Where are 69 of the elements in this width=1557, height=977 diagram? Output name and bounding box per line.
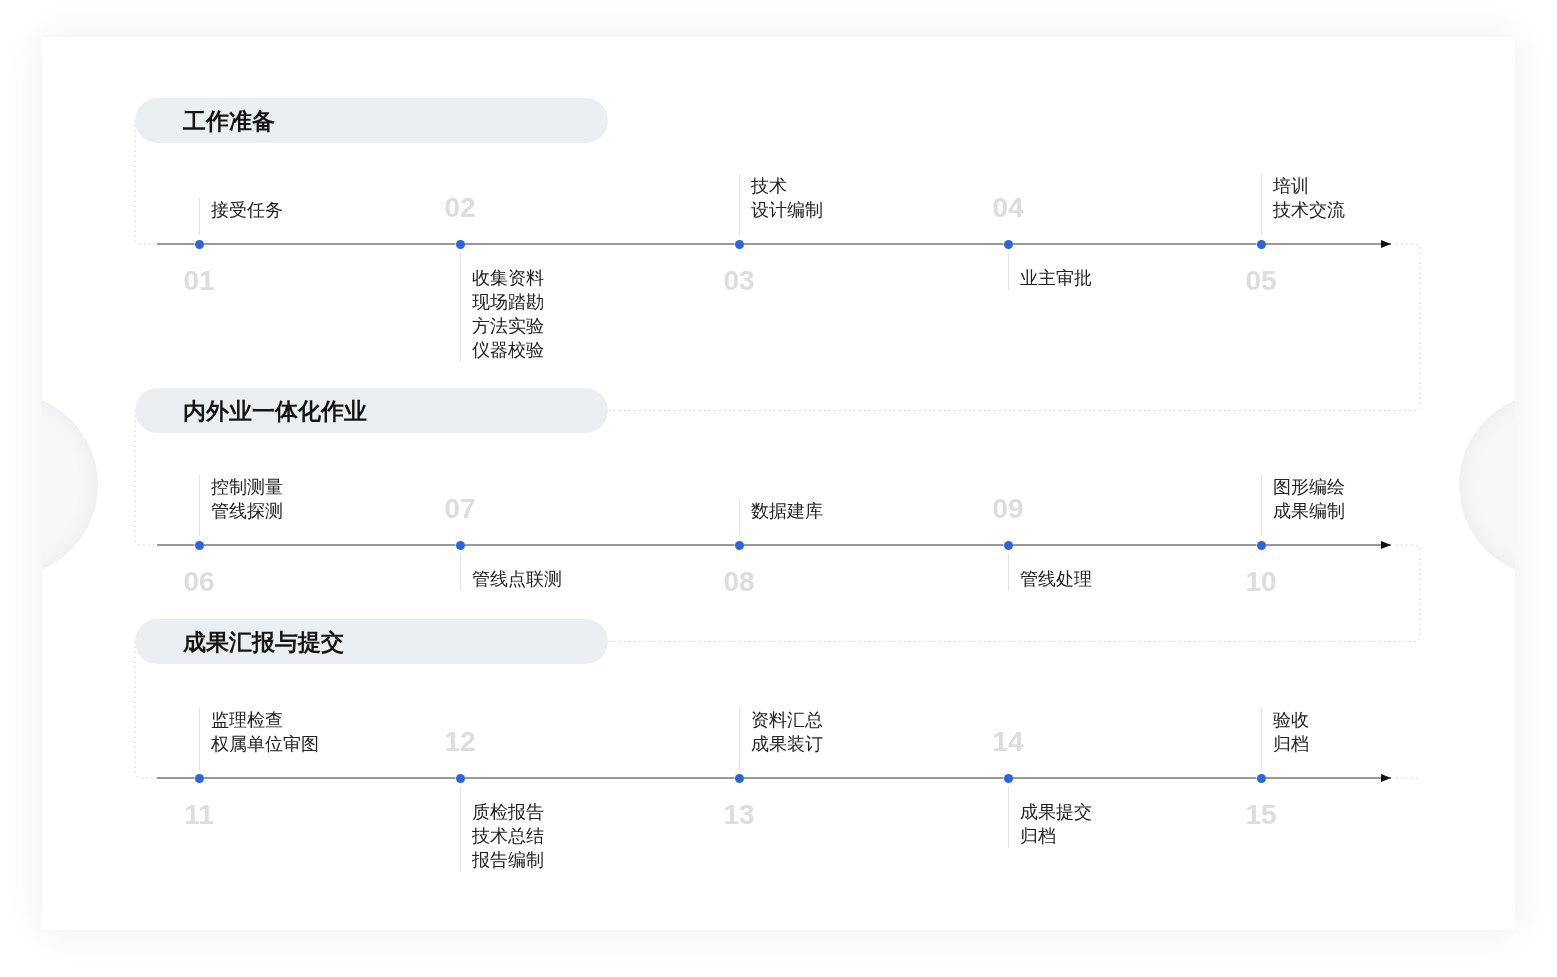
task-text: 验收 xyxy=(1273,709,1309,732)
step-callout xyxy=(199,198,283,235)
task-text: 培训 xyxy=(1273,175,1310,198)
task-text: 设计编制 xyxy=(751,199,823,222)
timeline-segment xyxy=(1012,777,1257,779)
task-text: 收集资料 xyxy=(472,267,544,290)
phase-title: 工作准备 xyxy=(183,106,275,136)
step-callout xyxy=(1008,253,1092,290)
timeline-segment xyxy=(156,777,195,779)
task-text: 业主审批 xyxy=(1020,267,1092,290)
task-text: 成果提交 xyxy=(1020,801,1092,824)
phase-title: 内外业一体化作业 xyxy=(183,396,367,426)
step-callout xyxy=(1261,174,1345,235)
step-callout xyxy=(199,708,319,769)
phase-pill xyxy=(135,388,608,433)
timeline-arrow xyxy=(1265,774,1392,782)
timeline-segment xyxy=(743,777,1004,779)
timeline-segment xyxy=(464,777,735,779)
timeline-segment xyxy=(203,243,456,245)
phase-pill xyxy=(135,619,608,664)
step-callout xyxy=(460,253,544,362)
step-callout xyxy=(460,787,544,872)
timeline-segment xyxy=(464,544,735,546)
timeline-segment xyxy=(464,243,735,245)
step-callout xyxy=(1008,554,1092,591)
phase-pill xyxy=(135,98,608,143)
task-text: 技术总结 xyxy=(472,825,544,848)
step-callout xyxy=(1008,787,1092,848)
timeline-segment xyxy=(156,243,195,245)
task-text: 现场踏勘 xyxy=(472,291,544,314)
step-callout xyxy=(1261,475,1345,536)
dotted-connector xyxy=(607,243,1421,411)
step-callout xyxy=(739,174,823,235)
dotted-connector xyxy=(607,544,1421,642)
step-callout xyxy=(460,554,562,591)
task-text: 技术 xyxy=(751,175,788,198)
task-text: 报告编制 xyxy=(472,849,544,872)
task-text: 仪器校验 xyxy=(472,339,544,362)
task-text: 技术交流 xyxy=(1273,199,1345,222)
task-text: 成果编制 xyxy=(1273,500,1345,523)
timeline-segment xyxy=(1012,243,1257,245)
timeline-segment xyxy=(743,544,1004,546)
task-text: 归档 xyxy=(1020,825,1057,848)
task-text: 成果装订 xyxy=(751,733,823,756)
timeline-segment xyxy=(203,777,456,779)
timeline-segment xyxy=(203,544,456,546)
task-text: 权属单位审图 xyxy=(211,733,319,756)
timeline-segment xyxy=(156,544,195,546)
task-text: 图形编绘 xyxy=(1273,476,1345,499)
task-text: 管线探测 xyxy=(211,500,283,523)
task-text: 数据建库 xyxy=(751,500,823,523)
task-text: 管线处理 xyxy=(1020,568,1092,591)
phase-title: 成果汇报与提交 xyxy=(183,627,344,657)
task-text: 资料汇总 xyxy=(751,709,823,732)
timeline-arrow xyxy=(1265,240,1392,248)
step-callout xyxy=(1261,708,1309,769)
task-text: 控制测量 xyxy=(211,476,283,499)
timeline-arrow xyxy=(1265,541,1392,549)
step-callout xyxy=(739,708,823,769)
task-text: 管线点联测 xyxy=(472,568,562,591)
task-text: 质检报告 xyxy=(472,801,544,824)
task-text: 监理检查 xyxy=(211,709,284,732)
timeline-segment xyxy=(743,243,1004,245)
step-callout xyxy=(199,475,283,536)
timeline-segment xyxy=(1012,544,1257,546)
task-text: 方法实验 xyxy=(472,315,544,338)
task-text: 归档 xyxy=(1273,733,1309,756)
step-callout xyxy=(739,499,823,536)
task-text: 接受任务 xyxy=(211,199,283,222)
